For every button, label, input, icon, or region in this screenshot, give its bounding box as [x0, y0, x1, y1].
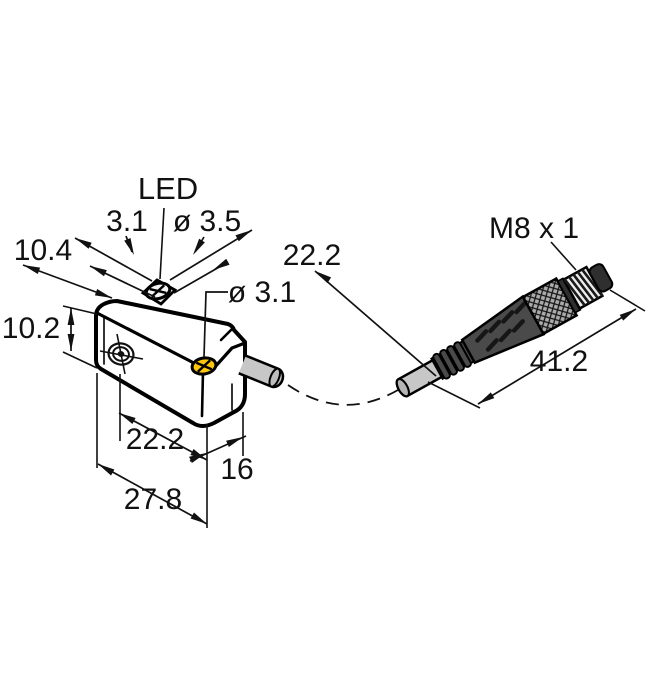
strain-relief — [430, 339, 476, 381]
ext-10-2-top — [62, 305, 98, 315]
cable-end-cap — [395, 378, 410, 398]
cable-stub — [238, 354, 285, 389]
step-edge — [219, 327, 234, 342]
label-top-length: 22.2 — [283, 239, 341, 272]
label-body-depth: 16 — [220, 453, 253, 486]
m8-leader-line — [550, 241, 577, 271]
connector-tip — [588, 263, 614, 293]
led-leader-line — [159, 207, 165, 280]
front-right-edge — [200, 369, 205, 418]
dim-hole-leader — [203, 291, 228, 358]
cable-dashed-arc — [287, 384, 399, 406]
ext-41-2-left — [427, 381, 481, 409]
dim-27-8-line — [97, 463, 208, 525]
m8-thread — [561, 265, 605, 311]
label-bottom-length: 22.2 — [126, 423, 184, 456]
label-slot-width: 3.1 — [106, 205, 148, 238]
mounting-hole-icon — [190, 356, 218, 376]
label-screw-diameter: ø 3.5 — [173, 205, 241, 238]
label-connector-length: 41.2 — [530, 345, 588, 378]
ext-10-2-bottom — [62, 351, 98, 369]
label-total-length: 27.8 — [124, 483, 182, 516]
label-hole-diameter: ø 3.1 — [228, 276, 296, 309]
sensing-face-target-icon — [99, 333, 144, 375]
label-led: LED — [138, 171, 198, 206]
connector-assembly — [395, 263, 614, 398]
label-end-offset: 10.4 — [14, 234, 72, 267]
sensor-body-outline — [94, 299, 247, 428]
led-plate — [140, 278, 178, 306]
dimension-lines — [21, 207, 646, 528]
dimension-labels: LED 3.1 ø 3.5 10.4 22.2 ø 3.1 10.2 22.2 … — [2, 171, 588, 516]
dim-41-2-line — [477, 308, 637, 405]
sensor-body — [94, 278, 247, 428]
ext-41-2-right — [609, 289, 646, 312]
label-connector-thread: M8 x 1 — [489, 212, 579, 245]
label-body-height: 10.2 — [2, 312, 60, 345]
dim-22-2-top-line — [314, 270, 437, 377]
